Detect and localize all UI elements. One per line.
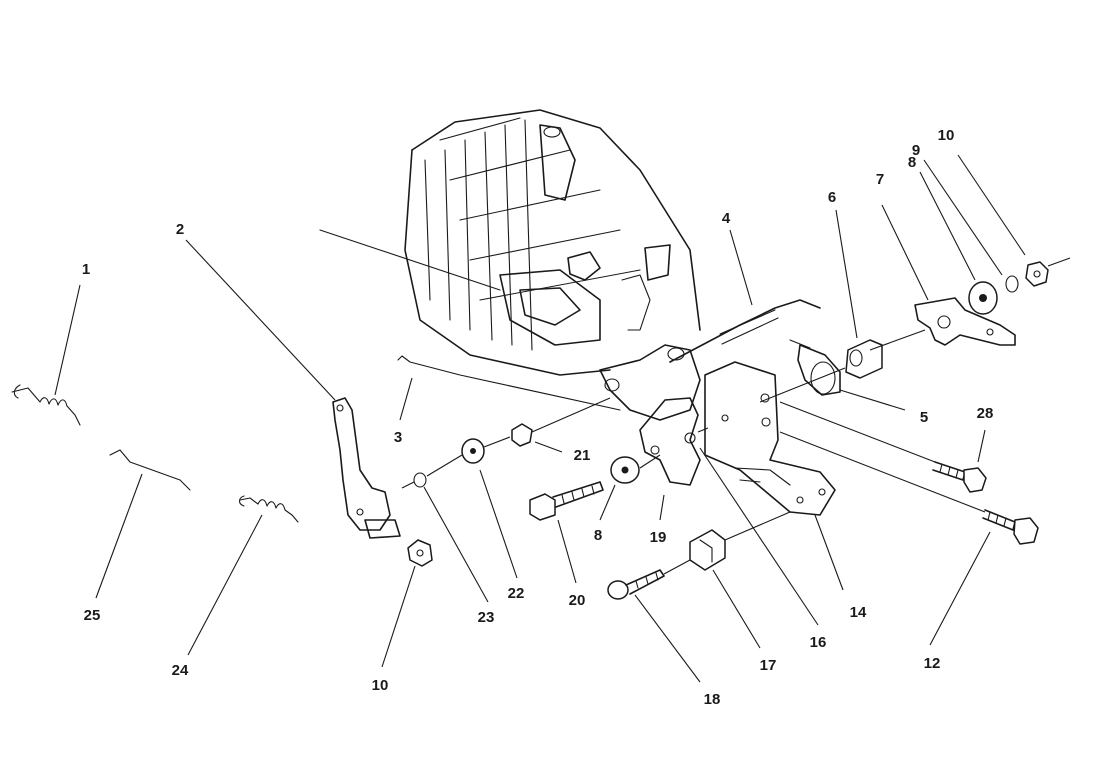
part-18-screw bbox=[607, 569, 665, 600]
callout-6: 6 bbox=[828, 189, 836, 206]
callout-25: 25 bbox=[84, 607, 101, 624]
callout-16: 16 bbox=[810, 634, 827, 651]
shaft-centerline bbox=[759, 257, 1071, 403]
part-23-ring bbox=[413, 472, 427, 488]
callout-12: 12 bbox=[924, 655, 941, 672]
callout-21: 21 bbox=[574, 447, 591, 464]
part-8-washer-lower bbox=[610, 456, 640, 484]
part-3-rod bbox=[397, 355, 621, 411]
callout-22: 22 bbox=[508, 585, 525, 602]
callout-10-upper: 10 bbox=[938, 127, 955, 144]
callout-1: 1 bbox=[82, 261, 90, 278]
part-24-spring bbox=[238, 495, 299, 523]
callout-17: 17 bbox=[760, 657, 777, 674]
part-10-nut-upper bbox=[1025, 261, 1049, 287]
part-20-bolt bbox=[529, 481, 604, 521]
part-8-washer bbox=[968, 281, 998, 315]
callout-5: 5 bbox=[920, 409, 928, 426]
part-9-ring bbox=[1005, 275, 1019, 293]
callout-9: 9 bbox=[912, 142, 920, 159]
engine-cylinder-block bbox=[319, 109, 701, 421]
callout-19: 19 bbox=[650, 529, 667, 546]
callout-14: 14 bbox=[850, 604, 867, 621]
part-22-washer bbox=[461, 438, 485, 464]
part-12-bolt bbox=[779, 431, 1039, 545]
callout-28: 28 bbox=[977, 405, 994, 422]
part-17-clamp bbox=[689, 529, 726, 571]
part-10-nut-lower bbox=[407, 539, 433, 567]
callout-3: 3 bbox=[394, 429, 402, 446]
part-1-spring bbox=[11, 384, 81, 426]
callout-7: 7 bbox=[876, 171, 884, 188]
callout-24: 24 bbox=[172, 662, 189, 679]
callout-2: 2 bbox=[176, 221, 184, 238]
callout-23: 23 bbox=[478, 609, 495, 626]
part-28-bolt bbox=[779, 401, 987, 493]
part-16-plate bbox=[639, 397, 701, 486]
callout-leaders bbox=[54, 154, 1026, 683]
callout-8-lower: 8 bbox=[594, 527, 602, 544]
callout-10-lower: 10 bbox=[372, 677, 389, 694]
part-21-nut bbox=[511, 423, 533, 447]
callout-20: 20 bbox=[569, 592, 586, 609]
part-2-lever bbox=[332, 397, 401, 539]
callout-labels: 1 2 3 4 5 6 7 8 9 10 28 21 22 23 8 19 20… bbox=[82, 127, 994, 708]
part-25-wire bbox=[109, 449, 191, 491]
callout-4: 4 bbox=[722, 210, 731, 227]
part-4-rod bbox=[669, 299, 821, 363]
part-6-spacer bbox=[845, 339, 883, 379]
part-7-arm bbox=[914, 297, 1016, 346]
part-5-bushing bbox=[789, 339, 841, 396]
callout-18: 18 bbox=[704, 691, 721, 708]
part-14-bracket bbox=[704, 361, 836, 516]
callout-8-upper: 8 bbox=[908, 154, 916, 171]
assembly-lines bbox=[401, 397, 791, 575]
